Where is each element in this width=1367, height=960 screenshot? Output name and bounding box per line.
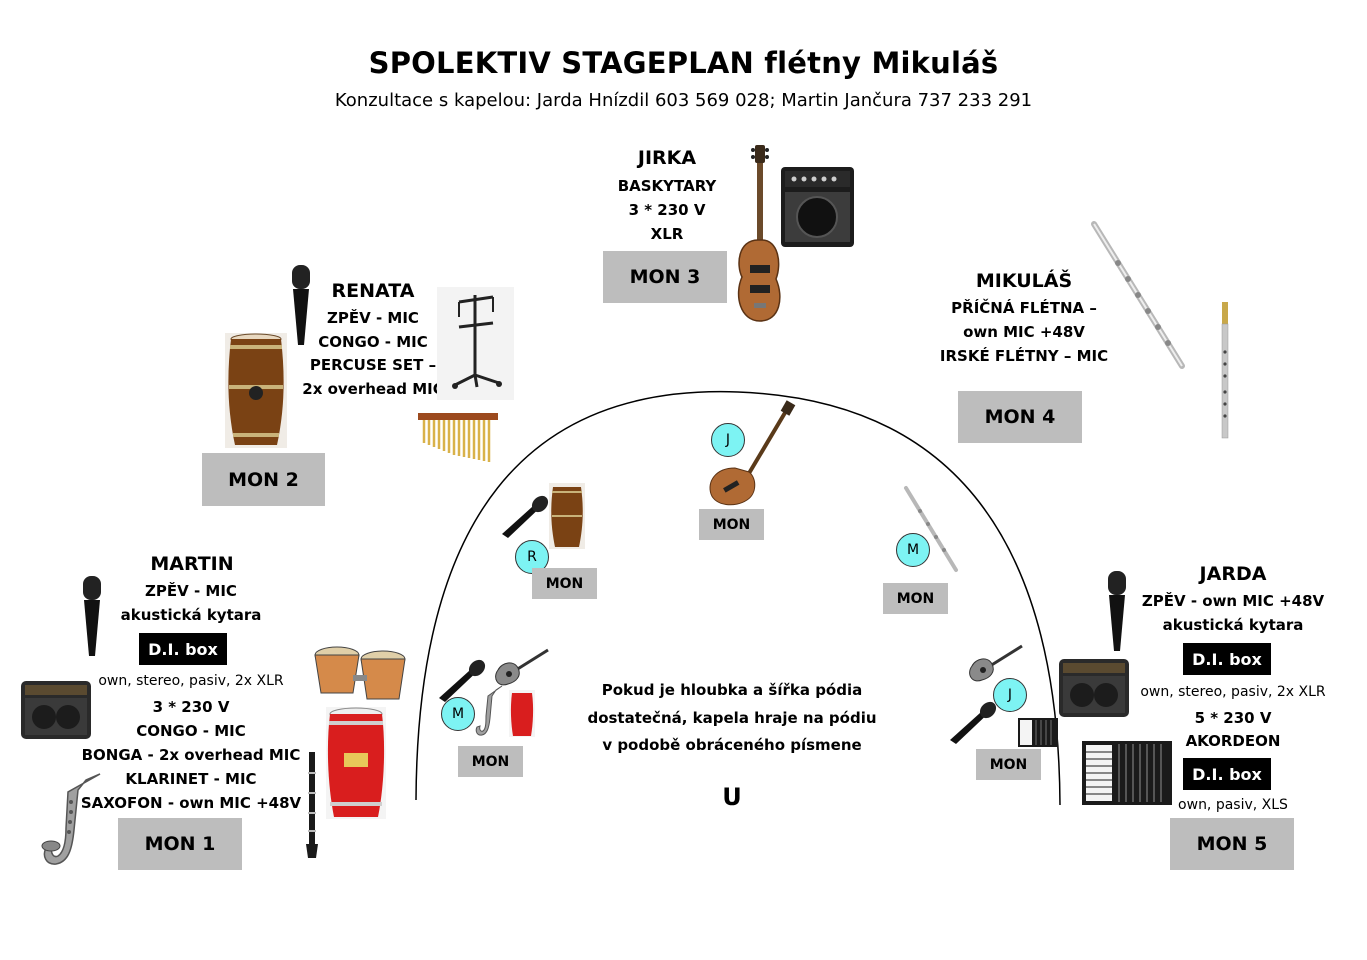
jirka-line-3: XLR <box>650 225 684 243</box>
martin-line2-2: CONGO - MIC <box>136 722 246 740</box>
mon-small-jarda: MON <box>976 749 1041 780</box>
renata-line-2: CONGO - MIC <box>318 333 428 351</box>
mon-small-jirka: MON <box>699 509 764 540</box>
martin-line2-4: KLARINET - MIC <box>125 770 257 788</box>
mikulas-name: MIKULÁŠ <box>975 270 1073 292</box>
flute-icon <box>1091 221 1185 369</box>
jarda-line-2: akustická kytara <box>1162 616 1304 634</box>
jirka-name: JIRKA <box>637 147 697 169</box>
microphone-icon <box>439 659 486 702</box>
position-tag-mikulas: M <box>896 533 930 567</box>
flute-icon <box>904 486 958 572</box>
mikulas-line-1: PŘÍČNÁ FLÉTNA – <box>951 299 1097 317</box>
martin-line-1: ZPĚV - MIC <box>145 582 237 600</box>
page-title: SPOLEKTIV STAGEPLAN flétny Mikuláš <box>368 46 999 80</box>
conga-icon <box>225 333 287 448</box>
mon-small-mikulas: MON <box>883 583 948 614</box>
percussion-stand-icon <box>437 287 514 400</box>
clarinet-icon <box>306 752 318 858</box>
martin-line2-3: BONGA - 2x overhead MIC <box>81 746 301 764</box>
jarda-di-note: own, stereo, pasiv, 2x XLR <box>1140 684 1326 700</box>
jarda-line2-2: AKORDEON <box>1185 732 1281 750</box>
stage-note-line-2: dostatečná, kapela hraje na pódiu <box>587 709 877 727</box>
page-subtitle: Konzultace s kapelou: Jarda Hnízdil 603 … <box>334 90 1033 111</box>
renata-line-3: PERCUSE SET – <box>309 356 437 374</box>
bass-amp-icon <box>781 167 854 247</box>
position-tag-jarda: J <box>993 678 1027 712</box>
stage-note-line-1: Pokud je hloubka a šířka pódia <box>601 681 863 699</box>
mon-small-renata: MON <box>532 568 597 599</box>
bongos-icon <box>314 646 406 700</box>
acoustic-amp-icon <box>1059 659 1129 717</box>
acoustic-guitar-icon <box>969 644 1023 682</box>
renata-name: RENATA <box>331 280 415 302</box>
jarda-di2-note: own, pasiv, XLS <box>1178 797 1288 813</box>
tin-whistle-icon <box>1221 302 1229 439</box>
martin-name: MARTIN <box>150 553 234 575</box>
martin-line2-5: SAXOFON - own MIC +48V <box>80 794 302 812</box>
martin-line2-1: 3 * 230 V <box>152 698 230 716</box>
jarda-di-box-2: D.I. box <box>1183 758 1271 790</box>
saxophone-icon <box>475 685 503 736</box>
stage-note-letter: U <box>722 783 742 811</box>
microphone-icon <box>83 576 101 656</box>
mikulas-line-3: IRSKÉ FLÉTNY – MIC <box>939 347 1109 365</box>
stage-note-line-3: v podobě obráceného písmene <box>602 736 862 754</box>
red-conga-icon <box>326 707 386 819</box>
microphone-icon <box>1108 571 1126 651</box>
saxophone-icon <box>41 773 101 865</box>
bass-guitar-icon <box>737 145 781 322</box>
accordion-icon <box>1018 718 1058 747</box>
jarda-di-box: D.I. box <box>1183 643 1271 675</box>
martin-line-2: akustická kytara <box>120 606 262 624</box>
mon-1: MON 1 <box>118 818 242 870</box>
jarda-line2-1: 5 * 230 V <box>1194 709 1272 727</box>
renata-line-1: ZPĚV - MIC <box>327 309 419 327</box>
mon-3: MON 3 <box>603 251 727 303</box>
mon-4: MON 4 <box>958 391 1082 443</box>
martin-di-box: D.I. box <box>139 633 227 665</box>
position-tag-jirka: J <box>711 423 745 457</box>
microphone-icon <box>292 265 310 345</box>
wind-chimes-icon <box>418 413 498 462</box>
red-conga-icon <box>509 690 535 737</box>
martin-di-note: own, stereo, pasiv, 2x XLR <box>98 673 284 689</box>
jirka-line-2: 3 * 230 V <box>628 201 706 219</box>
mon-small-martin: MON <box>458 746 523 777</box>
position-tag-martin: M <box>441 697 475 731</box>
mikulas-line-2: own MIC +48V <box>963 323 1085 341</box>
accordion-icon <box>1082 741 1172 805</box>
jarda-name: JARDA <box>1199 563 1267 585</box>
bass-guitar-icon <box>709 400 796 506</box>
acoustic-guitar-icon <box>495 648 549 686</box>
microphone-icon <box>950 701 997 744</box>
jarda-line-1: ZPĚV - own MIC +48V <box>1141 592 1325 610</box>
renata-line-4: 2x overhead MIC <box>302 380 444 398</box>
jirka-line-1: BASKYTARY <box>617 177 717 195</box>
conga-icon <box>549 483 585 549</box>
mon-2: MON 2 <box>202 453 325 506</box>
microphone-icon <box>502 495 549 538</box>
mon-5: MON 5 <box>1170 818 1294 870</box>
acoustic-amp-icon <box>21 681 91 739</box>
